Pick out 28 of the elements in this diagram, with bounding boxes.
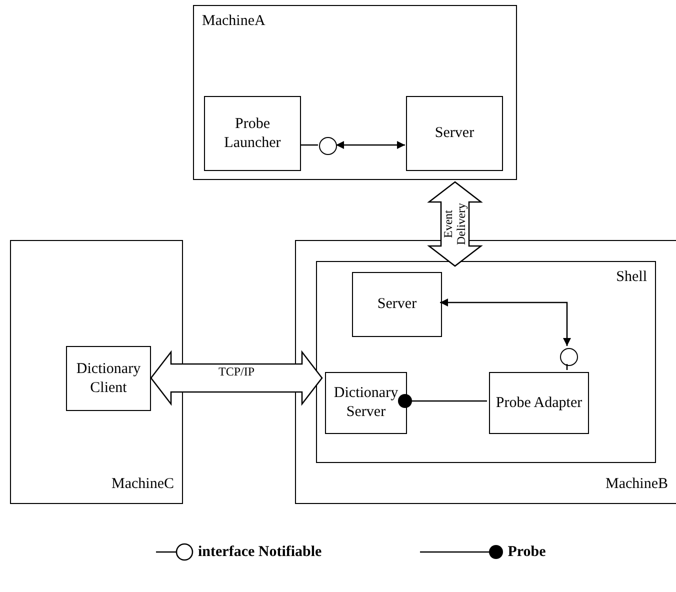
component-label: Dictionary Server	[332, 384, 400, 422]
machine-frame	[10, 240, 183, 504]
legend-label: Probe	[508, 543, 546, 562]
component-box	[489, 372, 589, 434]
connector	[336, 141, 405, 149]
machine-label: Shell	[616, 268, 647, 287]
component-label: Dictionary Client	[75, 360, 142, 398]
block-arrow	[150, 350, 323, 406]
component-label: Probe Adapter	[496, 394, 582, 412]
connector	[440, 298, 571, 346]
shell-frame	[316, 261, 656, 463]
component-label: Server	[434, 124, 474, 143]
machine-label: MachineC	[112, 474, 174, 494]
machine-frame	[193, 5, 517, 180]
component-box	[406, 96, 503, 171]
machine-label: MachineA	[202, 12, 266, 31]
connector	[566, 364, 568, 370]
legend-label: interface Notifiable	[198, 543, 322, 562]
connector	[300, 144, 318, 146]
component-box	[325, 372, 407, 434]
component-box	[204, 96, 301, 171]
connector	[398, 394, 487, 408]
component-label: Probe Launcher	[223, 114, 282, 152]
component-label: Server	[377, 295, 417, 314]
edge-label: TCP/IP	[218, 366, 254, 378]
component-box	[66, 346, 151, 411]
machine-label: MachineB	[606, 474, 668, 494]
component-box	[352, 272, 442, 337]
